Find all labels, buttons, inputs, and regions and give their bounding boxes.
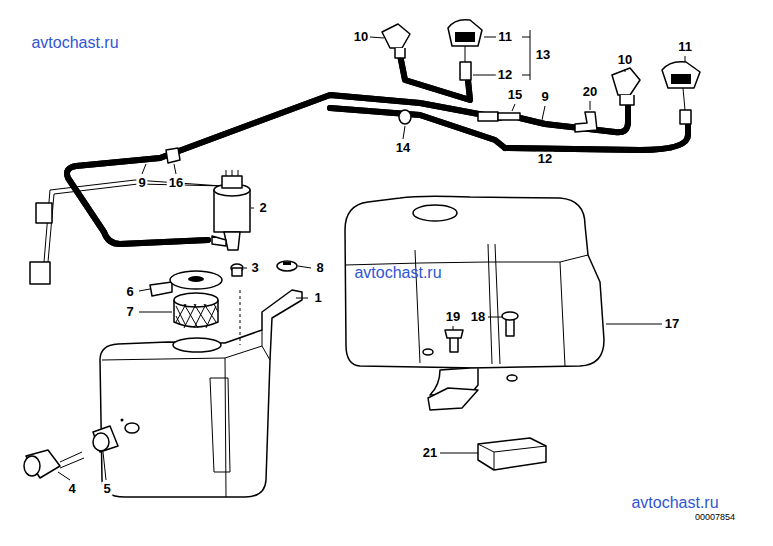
callout-number: 10 — [616, 53, 634, 67]
callout-number: 8 — [314, 261, 325, 275]
callout-number: 21 — [421, 446, 439, 460]
callout-number: 11 — [496, 30, 514, 44]
watermark: avtochast.ru — [29, 34, 120, 52]
watermark: avtochast.ru — [352, 264, 443, 282]
callout-number: 17 — [663, 317, 681, 331]
callout-number: 10 — [352, 30, 370, 44]
callout-number: 9 — [539, 90, 550, 104]
callout-number: 19 — [444, 310, 462, 324]
callout-number: 14 — [394, 141, 412, 155]
callout-number: 11 — [676, 40, 694, 54]
callout-number: 9 — [136, 176, 147, 190]
callout-number: 20 — [581, 85, 599, 99]
watermark: avtochast.ru — [629, 494, 720, 512]
callout-number: 7 — [124, 305, 135, 319]
callout-number: 12 — [536, 152, 554, 166]
callout-number: 4 — [66, 482, 77, 496]
callout-number: 2 — [257, 201, 268, 215]
drawing-number: 00007854 — [693, 513, 737, 523]
callout-number: 1 — [312, 291, 323, 305]
callout-number: 12 — [496, 68, 514, 82]
callout-number: 13 — [534, 48, 552, 62]
callout-number: 18 — [469, 310, 487, 324]
callout-number: 6 — [124, 285, 135, 299]
callout-number: 15 — [506, 88, 524, 102]
callout-number: 16 — [167, 176, 185, 190]
callout-number: 5 — [101, 482, 112, 496]
callout-number: 3 — [249, 261, 260, 275]
